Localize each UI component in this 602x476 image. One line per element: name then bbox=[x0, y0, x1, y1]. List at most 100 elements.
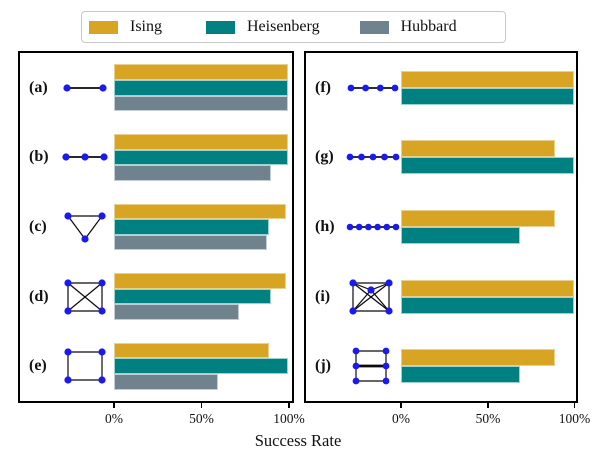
x-axis-left: 0% 50% 100% bbox=[18, 401, 305, 433]
bar-group bbox=[401, 140, 574, 175]
heisenberg-bar bbox=[114, 149, 288, 166]
x-tick-mark bbox=[400, 403, 402, 408]
legend-label: Hubbard bbox=[400, 18, 457, 35]
x-tick-mark bbox=[288, 403, 290, 408]
x-tick-label: 0% bbox=[105, 411, 123, 426]
legend-label: Ising bbox=[130, 18, 162, 35]
heisenberg-bar bbox=[401, 87, 574, 105]
edge-2-graph-icon bbox=[63, 84, 107, 92]
path-4-graph-icon bbox=[347, 84, 399, 92]
chart-row-g: (g) bbox=[306, 123, 576, 193]
hubbard-bar bbox=[114, 234, 268, 251]
row-head: (d) bbox=[20, 277, 114, 317]
heisenberg-bar bbox=[114, 358, 288, 374]
ising-color-swatch bbox=[89, 20, 118, 34]
legend-label: Heisenberg bbox=[247, 18, 320, 35]
x-tick-label: 50% bbox=[475, 411, 501, 426]
x-tick-label: 100% bbox=[558, 411, 591, 426]
x-tick-label: 0% bbox=[392, 411, 410, 426]
heisenberg-bar bbox=[401, 366, 521, 384]
ising-bar bbox=[401, 70, 574, 88]
bar-group bbox=[114, 134, 288, 181]
x-tick-mark bbox=[573, 403, 576, 408]
hubbard-bar bbox=[114, 95, 288, 112]
x-tick-mark bbox=[200, 403, 203, 408]
row-label: (j) bbox=[315, 357, 331, 375]
ising-bar bbox=[401, 140, 555, 158]
x-axis-title: Success Rate bbox=[254, 431, 342, 450]
chart-row-f: (f) bbox=[306, 53, 576, 123]
cycle-4-graph-icon bbox=[64, 348, 106, 384]
row-head: (j) bbox=[306, 345, 401, 387]
heisenberg-bar bbox=[114, 219, 269, 235]
legend-item-hubbard: Hubbard bbox=[359, 18, 457, 36]
ising-bar bbox=[114, 273, 287, 289]
row-head: (a) bbox=[20, 75, 114, 101]
ising-bar bbox=[401, 209, 555, 227]
path-5-graph-icon bbox=[346, 153, 400, 161]
row-head: (c) bbox=[20, 210, 114, 244]
hubbard-color-swatch bbox=[359, 20, 389, 34]
bar-group bbox=[401, 349, 574, 384]
x-tick-mark bbox=[487, 403, 489, 408]
ising-bar bbox=[114, 203, 287, 220]
row-head: (f) bbox=[306, 75, 401, 101]
row-label: (h) bbox=[315, 217, 335, 235]
ising-bar bbox=[114, 134, 288, 150]
path-6-graph-icon bbox=[346, 223, 400, 231]
legend-item-ising: Ising bbox=[89, 18, 162, 36]
chart-row-b: (b) bbox=[20, 123, 292, 193]
ising-bar bbox=[114, 64, 288, 80]
row-head: (e) bbox=[20, 346, 114, 386]
complete-5-graph-icon bbox=[349, 278, 393, 315]
row-label: (g) bbox=[315, 148, 334, 166]
legend: Ising Heisenberg Hubbard bbox=[81, 11, 506, 43]
bar-group bbox=[401, 70, 574, 105]
bar-group bbox=[401, 279, 574, 314]
hubbard-bar bbox=[114, 165, 271, 181]
ladder-2x3-graph-icon bbox=[352, 347, 390, 385]
bar-group bbox=[401, 209, 574, 244]
x-tick-label: 50% bbox=[189, 411, 214, 426]
chart-row-j: (j) bbox=[306, 331, 576, 401]
row-label: (b) bbox=[29, 148, 49, 166]
path-3-graph-icon bbox=[62, 153, 108, 161]
heisenberg-bar bbox=[401, 157, 574, 175]
row-label: (c) bbox=[29, 217, 47, 235]
x-axis-right: 0% 50% 100% bbox=[304, 401, 590, 433]
bar-group bbox=[114, 203, 288, 251]
hubbard-bar bbox=[114, 373, 219, 390]
chart-row-i: (i) bbox=[306, 262, 576, 332]
chart-row-d: (d) bbox=[20, 262, 292, 332]
chart-row-h: (h) bbox=[306, 192, 576, 262]
row-label: (i) bbox=[315, 287, 331, 305]
row-head: (i) bbox=[306, 277, 401, 317]
ising-bar bbox=[114, 342, 269, 359]
triangle-3-graph-icon bbox=[64, 212, 106, 243]
chart-row-e: (e) bbox=[20, 331, 292, 401]
heisenberg-color-swatch bbox=[206, 20, 235, 34]
chart-row-a: (a) bbox=[20, 53, 292, 123]
row-label: (a) bbox=[29, 78, 48, 96]
row-head: (h) bbox=[306, 214, 401, 240]
legend-item-heisenberg: Heisenberg bbox=[206, 18, 320, 36]
row-label: (d) bbox=[29, 287, 49, 305]
row-label: (f) bbox=[315, 78, 331, 96]
row-head: (b) bbox=[20, 144, 114, 170]
row-label: (e) bbox=[29, 357, 47, 375]
ising-bar bbox=[401, 279, 574, 297]
bar-group bbox=[114, 64, 288, 112]
bar-group bbox=[114, 342, 288, 390]
x-tick-mark bbox=[113, 403, 115, 408]
panel-left: (a) (b) (c) (d) (e) bbox=[18, 51, 294, 403]
heisenberg-bar bbox=[114, 288, 271, 305]
bar-group bbox=[114, 273, 288, 320]
chart-row-c: (c) bbox=[20, 192, 292, 262]
panel-right: (f) (g) (h) (i) (j) bbox=[304, 51, 578, 403]
hubbard-bar bbox=[114, 304, 240, 320]
row-head: (g) bbox=[306, 144, 401, 170]
x-tick-label: 100% bbox=[273, 411, 305, 426]
heisenberg-bar bbox=[401, 226, 521, 244]
ising-bar bbox=[401, 349, 555, 367]
